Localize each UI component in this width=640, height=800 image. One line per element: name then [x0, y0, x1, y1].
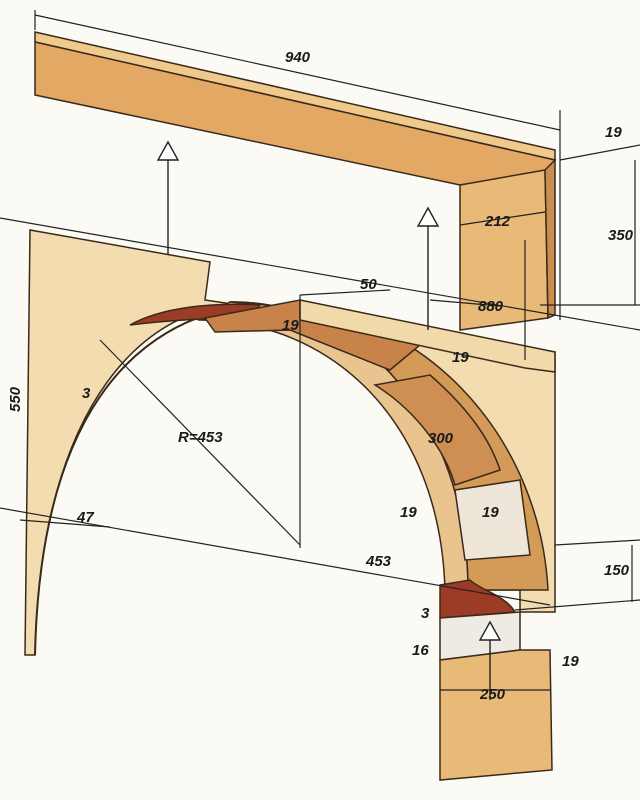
- dim-300: 300: [428, 430, 454, 447]
- lift-arrows: [156, 140, 502, 700]
- arch-segment: [372, 374, 501, 486]
- dim-16: 16: [412, 642, 429, 659]
- dim-880: 880: [478, 298, 504, 315]
- dim-19-jamb-right: 19: [482, 504, 499, 521]
- dim-47: 47: [76, 509, 94, 526]
- bottom-post: [439, 649, 553, 781]
- dim-50: 50: [360, 276, 377, 293]
- dim-3-arch: 3: [82, 385, 91, 402]
- dim-19-post: 19: [562, 653, 579, 670]
- dim-19-jamb-left: 19: [400, 504, 417, 521]
- dim-940: 940: [285, 49, 311, 66]
- jamb-fill: [454, 479, 531, 561]
- dim-350: 350: [608, 227, 634, 244]
- dim-550: 550: [7, 386, 24, 412]
- dimension-lines: [0, 10, 640, 691]
- dim-150: 150: [604, 562, 630, 579]
- dim-19-cap: 19: [282, 317, 299, 334]
- dim-19-beam: 19: [605, 124, 622, 141]
- dim-19-arch: 19: [452, 349, 469, 366]
- dim-250: 250: [479, 686, 506, 703]
- top-moulding: [129, 303, 262, 326]
- dim-radius: R=453: [178, 429, 223, 446]
- dim-212: 212: [484, 213, 511, 230]
- dim-453: 453: [365, 553, 392, 570]
- dim-3-base: 3: [421, 605, 430, 622]
